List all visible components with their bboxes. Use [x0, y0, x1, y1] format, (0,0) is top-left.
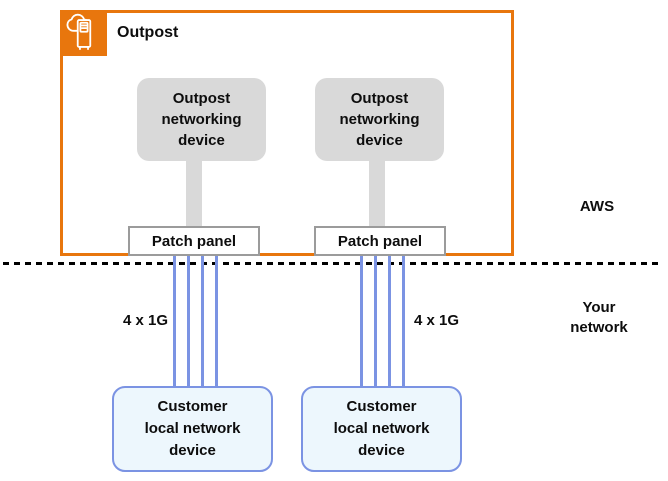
outpost-networking-device-right: Outpost networking device [315, 78, 444, 161]
customer-local-network-device-left: Customer local network device [112, 386, 273, 472]
outpost-container-label: Outpost [117, 24, 179, 41]
uplink-line [187, 255, 190, 387]
uplink-line [402, 255, 405, 387]
outpost-networking-device-left: Outpost networking device [137, 78, 266, 161]
network-boundary-dashed-line [3, 262, 658, 265]
uplink-line [173, 255, 176, 387]
customer-local-network-device-right: Customer local network device [301, 386, 462, 472]
patch-panel-label: Patch panel [151, 232, 237, 250]
uplink-line [215, 255, 218, 387]
device-connector-right [369, 160, 385, 228]
link-count-label-left: 4 x 1G [122, 312, 168, 329]
outpost-container-box [60, 10, 514, 256]
uplink-line [388, 255, 391, 387]
aws-region-label: AWS [579, 198, 615, 215]
patch-panel-left: Patch panel [128, 226, 260, 256]
link-count-label-right: 4 x 1G [414, 312, 460, 329]
outpost-icon [60, 10, 107, 56]
uplink-line [360, 255, 363, 387]
uplink-line [374, 255, 377, 387]
customer-network-region-label: Your network [570, 299, 628, 336]
patch-panel-right: Patch panel [314, 226, 446, 256]
patch-panel-label: Patch panel [337, 232, 423, 250]
device-connector-left [186, 160, 202, 228]
uplink-line [201, 255, 204, 387]
